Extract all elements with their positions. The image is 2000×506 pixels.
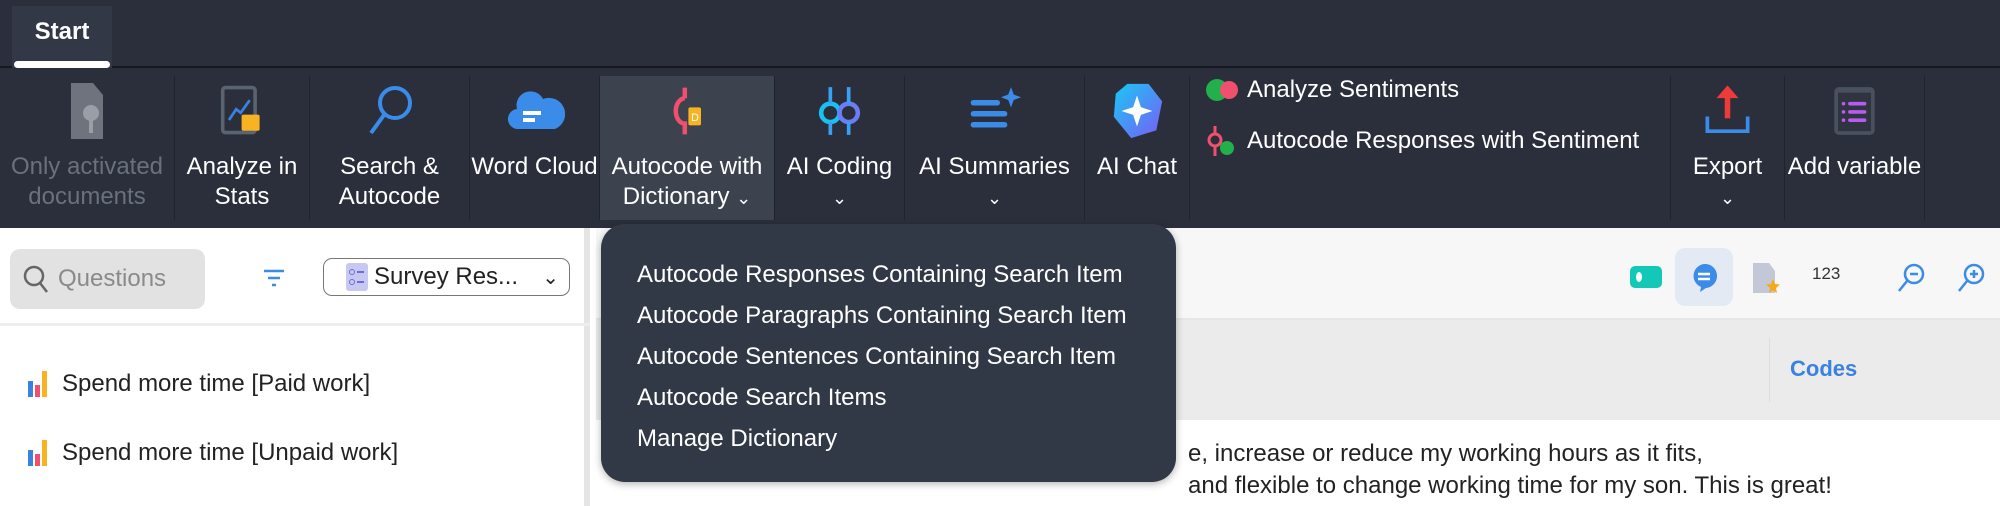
chevron-down-icon: ⌄ bbox=[831, 188, 848, 208]
tab-start[interactable]: Start bbox=[12, 6, 112, 68]
ai-coding-button[interactable]: AI Coding⌄ bbox=[775, 76, 905, 220]
word-cloud-button[interactable]: Word Cloud bbox=[470, 76, 600, 220]
response-text-line: e, increase or reduce my working hours a… bbox=[1188, 440, 1703, 467]
ribbon-toolbar: Only activated documents Analyze in Stat… bbox=[0, 68, 2000, 228]
variable-list-icon bbox=[1785, 80, 1924, 152]
chevron-down-icon: ⌄ bbox=[986, 188, 1003, 208]
export-button[interactable]: Export⌄ bbox=[1670, 76, 1785, 220]
questions-panel: Questions Survey Res... ⌄ Spend more tim… bbox=[0, 228, 590, 506]
divider bbox=[0, 323, 590, 326]
document-star-icon[interactable] bbox=[1751, 261, 1781, 295]
autocode-dictionary-dropdown-menu: Autocode Responses Containing Search Ite… bbox=[601, 224, 1176, 482]
response-text-line: and flexible to change working time for … bbox=[1188, 472, 1832, 499]
analyze-in-stats-button[interactable]: Analyze in Stats bbox=[175, 76, 310, 220]
only-activated-documents-button[interactable]: Only activated documents bbox=[0, 76, 175, 220]
filter-icon[interactable] bbox=[262, 268, 286, 288]
dictionary-autocode-icon: D bbox=[600, 80, 774, 152]
autocode-responses-with-sentiment-button[interactable]: Autocode Responses with Sentiment bbox=[1205, 124, 1639, 158]
search-autocode-button[interactable]: Search & Autocode bbox=[310, 76, 470, 220]
question-item[interactable]: Spend more time [Unpaid work] bbox=[28, 439, 398, 467]
comments-view-button[interactable] bbox=[1675, 248, 1733, 306]
search-icon bbox=[310, 80, 469, 152]
menu-item-manage-dictionary[interactable]: Manage Dictionary bbox=[637, 425, 838, 452]
survey-select[interactable]: Survey Res... ⌄ bbox=[323, 258, 570, 296]
menu-item-autocode-paragraphs[interactable]: Autocode Paragraphs Containing Search It… bbox=[637, 302, 1127, 329]
menu-item-autocode-search-items[interactable]: Autocode Search Items bbox=[637, 384, 887, 411]
toggle-switch[interactable] bbox=[1630, 266, 1662, 288]
zoom-in-icon[interactable] bbox=[1956, 262, 1986, 294]
ai-summaries-icon bbox=[905, 80, 1084, 152]
menu-item-autocode-responses[interactable]: Autocode Responses Containing Search Ite… bbox=[637, 261, 1123, 288]
export-upload-icon bbox=[1671, 80, 1784, 152]
ai-chat-button[interactable]: AI Chat bbox=[1085, 76, 1190, 220]
chevron-down-icon: ⌄ bbox=[542, 266, 559, 289]
add-variable-button[interactable]: Add variable bbox=[1785, 76, 1925, 220]
question-item[interactable]: Spend more time [Paid work] bbox=[28, 370, 370, 398]
autocode-with-dictionary-button[interactable]: D Autocode with Dictionary ⌄ bbox=[600, 76, 775, 220]
chevron-down-icon: ⌄ bbox=[1719, 188, 1736, 208]
questions-search-input[interactable]: Questions bbox=[10, 249, 205, 309]
column-divider bbox=[1769, 338, 1770, 402]
survey-list-icon bbox=[346, 263, 368, 291]
sentiment-autocode-icon bbox=[1207, 126, 1234, 156]
ai-chat-icon bbox=[1085, 80, 1189, 152]
chat-bubble-icon bbox=[1693, 263, 1718, 292]
search-icon bbox=[23, 265, 48, 293]
chevron-down-icon: ⌄ bbox=[736, 188, 752, 208]
stats-chart-icon bbox=[175, 80, 309, 152]
menu-item-autocode-sentences[interactable]: Autocode Sentences Containing Search Ite… bbox=[637, 343, 1116, 370]
active-tab-indicator bbox=[14, 61, 110, 68]
tab-label: Start bbox=[34, 18, 90, 45]
zoom-out-icon[interactable] bbox=[1896, 262, 1926, 294]
document-filter-icon bbox=[0, 80, 174, 152]
sentiment-faces-icon bbox=[1206, 79, 1238, 101]
analyze-sentiments-button[interactable]: Analyze Sentiments bbox=[1205, 76, 1459, 104]
cloud-icon bbox=[470, 80, 599, 152]
codes-column-header[interactable]: Codes bbox=[1790, 356, 1858, 381]
bar-chart-icon bbox=[28, 371, 47, 397]
ai-summaries-button[interactable]: AI Summaries⌄ bbox=[905, 76, 1085, 220]
svg-text:D: D bbox=[691, 112, 699, 124]
ribbon-tab-bar: Start bbox=[0, 0, 2000, 68]
bar-chart-icon bbox=[28, 440, 47, 466]
number-toggle[interactable]: 123 bbox=[1812, 264, 1841, 283]
ai-coding-icon bbox=[775, 80, 904, 152]
